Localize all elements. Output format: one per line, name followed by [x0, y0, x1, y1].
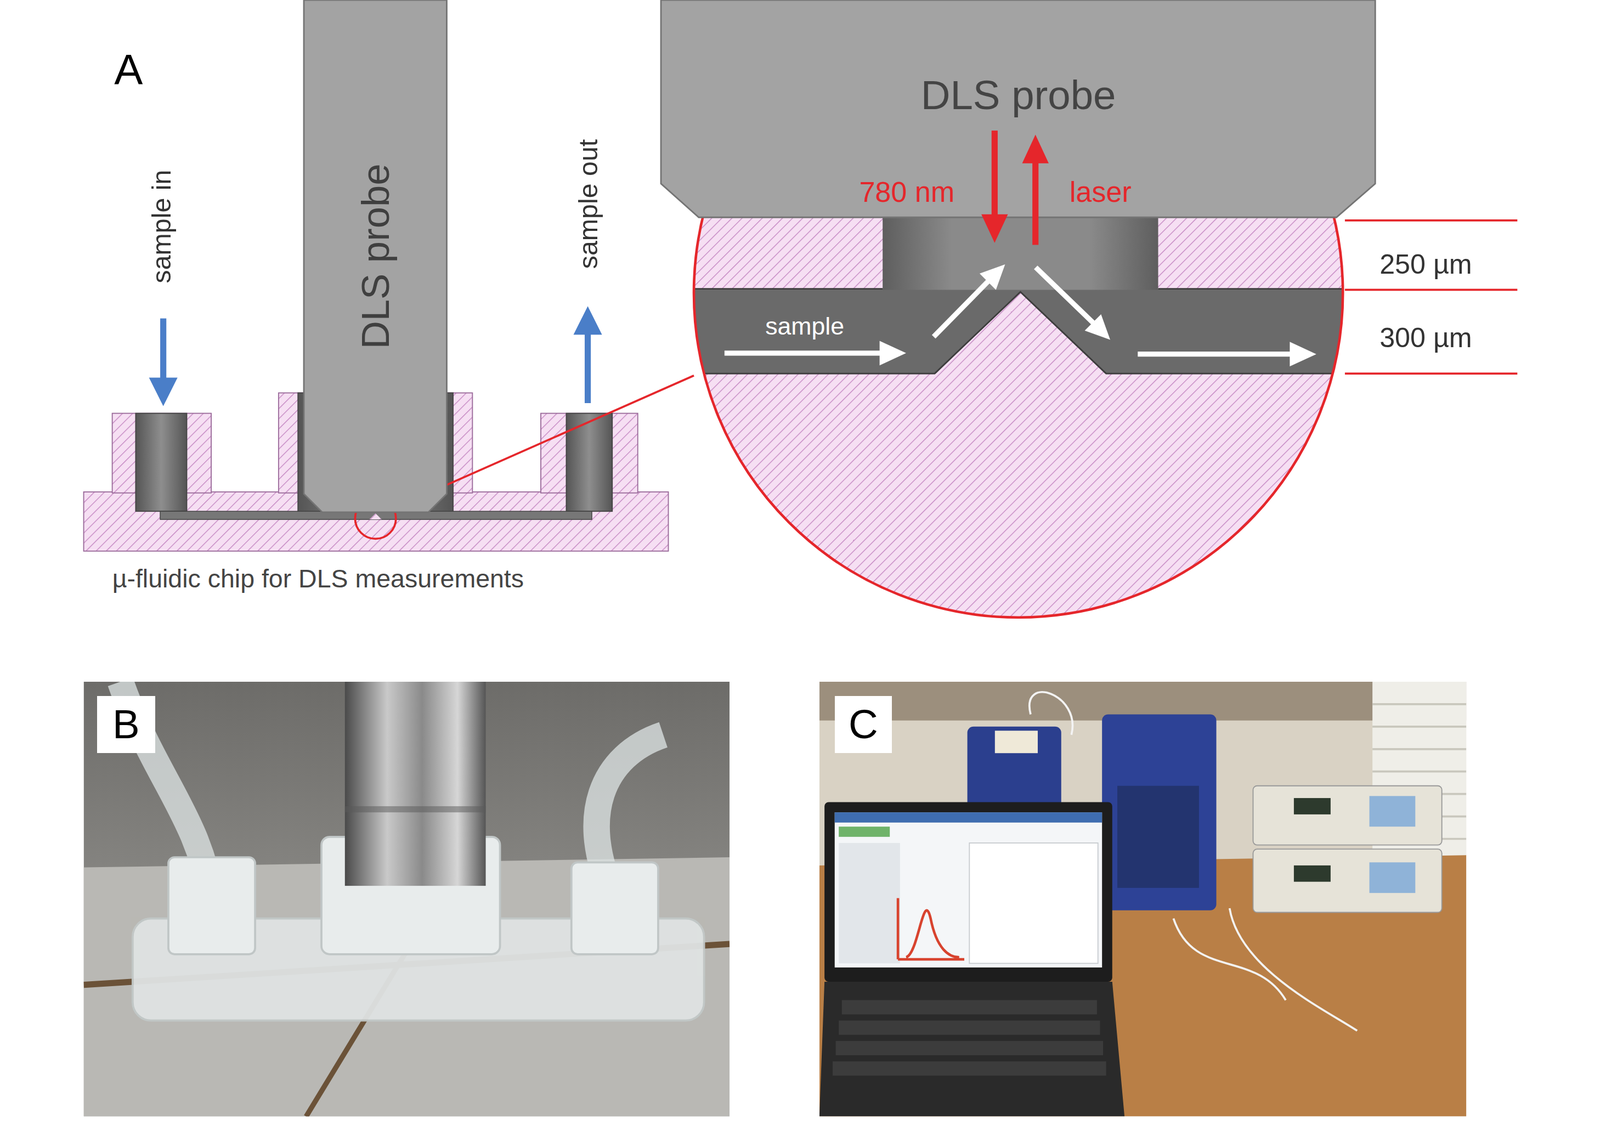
panel-letter-box: B — [97, 696, 156, 754]
dimension-label-holder: 250 µm — [1379, 250, 1473, 279]
flow-label-holder: sample in — [148, 170, 175, 284]
figure-caption-holder: µ-fluidic chip for DLS measurements — [112, 566, 524, 592]
node-text: B — [112, 704, 140, 745]
panel-letter: A — [114, 47, 143, 91]
laser-label: laser — [1069, 177, 1132, 207]
node-text: C — [848, 704, 879, 745]
sample-label: sample — [765, 314, 845, 339]
probe-body: DLS probe — [660, 0, 1376, 218]
laser-arrow — [991, 130, 998, 217]
photo-setup — [819, 681, 1467, 1117]
probe-shape — [660, 0, 1376, 218]
panel-letter-holder: A — [114, 47, 143, 91]
probe-body: DLS probe — [303, 0, 447, 513]
node-text: DLS probe — [920, 75, 1117, 116]
laser-arrow — [981, 214, 1009, 243]
dimension-label: 250 µm — [1379, 250, 1473, 279]
figure-caption: µ-fluidic chip for DLS measurements — [112, 566, 524, 592]
flow-label-holder: sample out — [574, 139, 601, 270]
laser-label-holder: laser — [1069, 177, 1132, 207]
dimension-line — [1344, 220, 1518, 374]
probe-outline — [660, 0, 1376, 251]
node-text: DLS probe — [355, 163, 395, 349]
dimension-label: 300 µm — [1379, 324, 1473, 352]
panel-letter-box: C — [834, 696, 892, 754]
dimension-label-holder: 300 µm — [1379, 324, 1473, 352]
wavelength-label: 780 nm — [858, 177, 955, 207]
laser-arrow — [1022, 134, 1049, 164]
laser-arrow — [1032, 161, 1039, 246]
sample-flow-arrow — [724, 264, 1317, 367]
photo-chip — [83, 681, 731, 1117]
probe-shape — [303, 0, 447, 513]
wavelength-label-holder: 780 nm — [858, 177, 955, 207]
flow-label: sample in — [148, 170, 175, 284]
sample-label-holder: sample — [765, 314, 845, 339]
flow-label: sample out — [574, 139, 601, 270]
